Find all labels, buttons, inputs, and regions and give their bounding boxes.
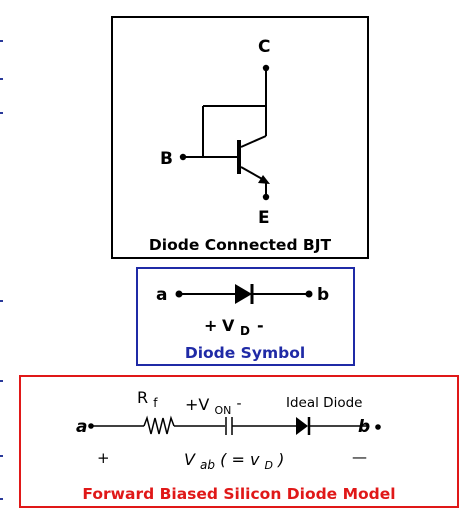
symbol-caption: Diode Symbol: [185, 344, 305, 362]
symbol-voltage-label: + V D -: [204, 316, 264, 339]
model-vab-v: V: [184, 450, 196, 469]
bjt-caption: Diode Connected BJT: [149, 236, 332, 254]
model-vab-close: ): [277, 450, 284, 469]
symbol-voltage-minus: -: [257, 316, 264, 335]
model-von-label: +V ON -: [185, 395, 242, 418]
symbol-panel: a b + V D - Diode Symbol: [136, 267, 355, 366]
model-von-plus: +V: [185, 395, 209, 414]
model-vd-sub: D: [265, 459, 273, 472]
diode-symbol-triangle: [235, 284, 252, 304]
bjt-emitter-leg: [240, 166, 265, 181]
model-vab-expression: V ab ( = v D ): [184, 450, 284, 473]
model-resistor-sub: f: [153, 396, 158, 410]
model-caption: Forward Biased Silicon Diode Model: [82, 485, 395, 503]
bjt-collector-leg: [240, 135, 267, 148]
symbol-voltage-plus: +: [204, 316, 217, 335]
bjt-emitter-dot: [262, 193, 270, 201]
model-vd-v: v: [250, 450, 260, 469]
bjt-emitter-arrow: [258, 175, 270, 184]
model-vab-sub: ab: [200, 458, 215, 472]
model-ideal-diode-label: Ideal Diode: [286, 395, 362, 411]
model-terminal-b-label: b: [358, 417, 370, 437]
bjt-terminal-c-label: C: [258, 37, 270, 57]
model-von-sub: ON: [214, 404, 231, 417]
symbol-terminal-b-label: b: [317, 285, 329, 305]
left-edge-marks: [0, 40, 3, 500]
model-resistor-r: R: [137, 388, 148, 407]
symbol-voltage-v: V: [222, 316, 235, 335]
model-bottom-minus: —: [352, 448, 367, 466]
bjt-panel-frame: [111, 16, 369, 259]
symbol-terminal-a-label: a: [156, 285, 167, 305]
model-bottom-plus: +: [97, 449, 110, 467]
model-vab-rest: ( =: [220, 450, 250, 469]
bjt-panel: C B E Diode Connected BJT: [111, 16, 369, 259]
symbol-voltage-sub: D: [240, 324, 250, 338]
symbol-b-dot: [305, 290, 313, 298]
model-terminal-a-label: a: [76, 417, 87, 437]
bjt-terminal-b-label: B: [160, 149, 173, 169]
bjt-base-dot: [179, 153, 187, 161]
model-b-dot: [375, 424, 381, 430]
symbol-panel-frame: [136, 267, 355, 366]
model-ideal-diode-triangle: [296, 417, 308, 435]
model-resistor-label: R f: [137, 388, 158, 410]
model-panel: R f +V ON - Ideal Diode a b: [19, 375, 459, 508]
model-panel-frame: [19, 375, 459, 508]
bjt-terminal-e-label: E: [258, 208, 270, 228]
model-resistor-zigzag: [143, 415, 175, 435]
model-von-minus: -: [236, 396, 241, 412]
